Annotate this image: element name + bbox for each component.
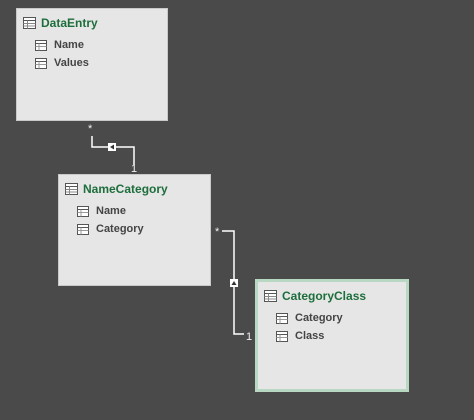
- field-label: Class: [295, 330, 325, 342]
- cardinality-one-label: 1: [131, 163, 138, 175]
- field-row[interactable]: Category: [258, 309, 406, 327]
- field-row[interactable]: Values: [17, 54, 167, 72]
- field-label: Name: [96, 205, 126, 217]
- table-title: DataEntry: [41, 16, 98, 30]
- field-row[interactable]: Category: [59, 220, 210, 238]
- relationship-line-dataentry-namecategory[interactable]: [91, 136, 135, 165]
- column-icon: [77, 223, 89, 235]
- cardinality-one-label: 1: [246, 331, 253, 343]
- cardinality-many-label: *: [215, 226, 220, 238]
- column-icon: [77, 205, 89, 217]
- column-icon: [276, 312, 288, 324]
- table-card-namecategory[interactable]: NameCategory Name Category: [58, 174, 211, 286]
- table-icon: [264, 290, 277, 302]
- table-card-dataentry[interactable]: DataEntry Name Values: [16, 8, 168, 121]
- table-card-categoryclass[interactable]: CategoryClass Category Class: [255, 279, 409, 392]
- cardinality-many-label: *: [88, 123, 93, 135]
- table-icon: [65, 183, 78, 195]
- filter-direction-arrow-icon: [108, 143, 116, 151]
- column-icon: [35, 57, 47, 69]
- field-label: Name: [54, 39, 84, 51]
- field-row[interactable]: Name: [17, 36, 167, 54]
- field-label: Category: [96, 223, 144, 235]
- field-label: Category: [295, 312, 343, 324]
- field-row[interactable]: Name: [59, 202, 210, 220]
- table-header[interactable]: CategoryClass: [258, 285, 406, 307]
- field-label: Values: [54, 57, 89, 69]
- table-header[interactable]: NameCategory: [59, 178, 210, 200]
- column-icon: [276, 330, 288, 342]
- table-icon: [23, 17, 36, 29]
- table-title: CategoryClass: [282, 289, 367, 303]
- table-title: NameCategory: [83, 182, 168, 196]
- filter-direction-arrow-icon: [230, 279, 238, 287]
- table-header[interactable]: DataEntry: [17, 12, 167, 34]
- relationship-line-namecategory-categoryclass[interactable]: [222, 230, 244, 335]
- field-row[interactable]: Class: [258, 327, 406, 345]
- column-icon: [35, 39, 47, 51]
